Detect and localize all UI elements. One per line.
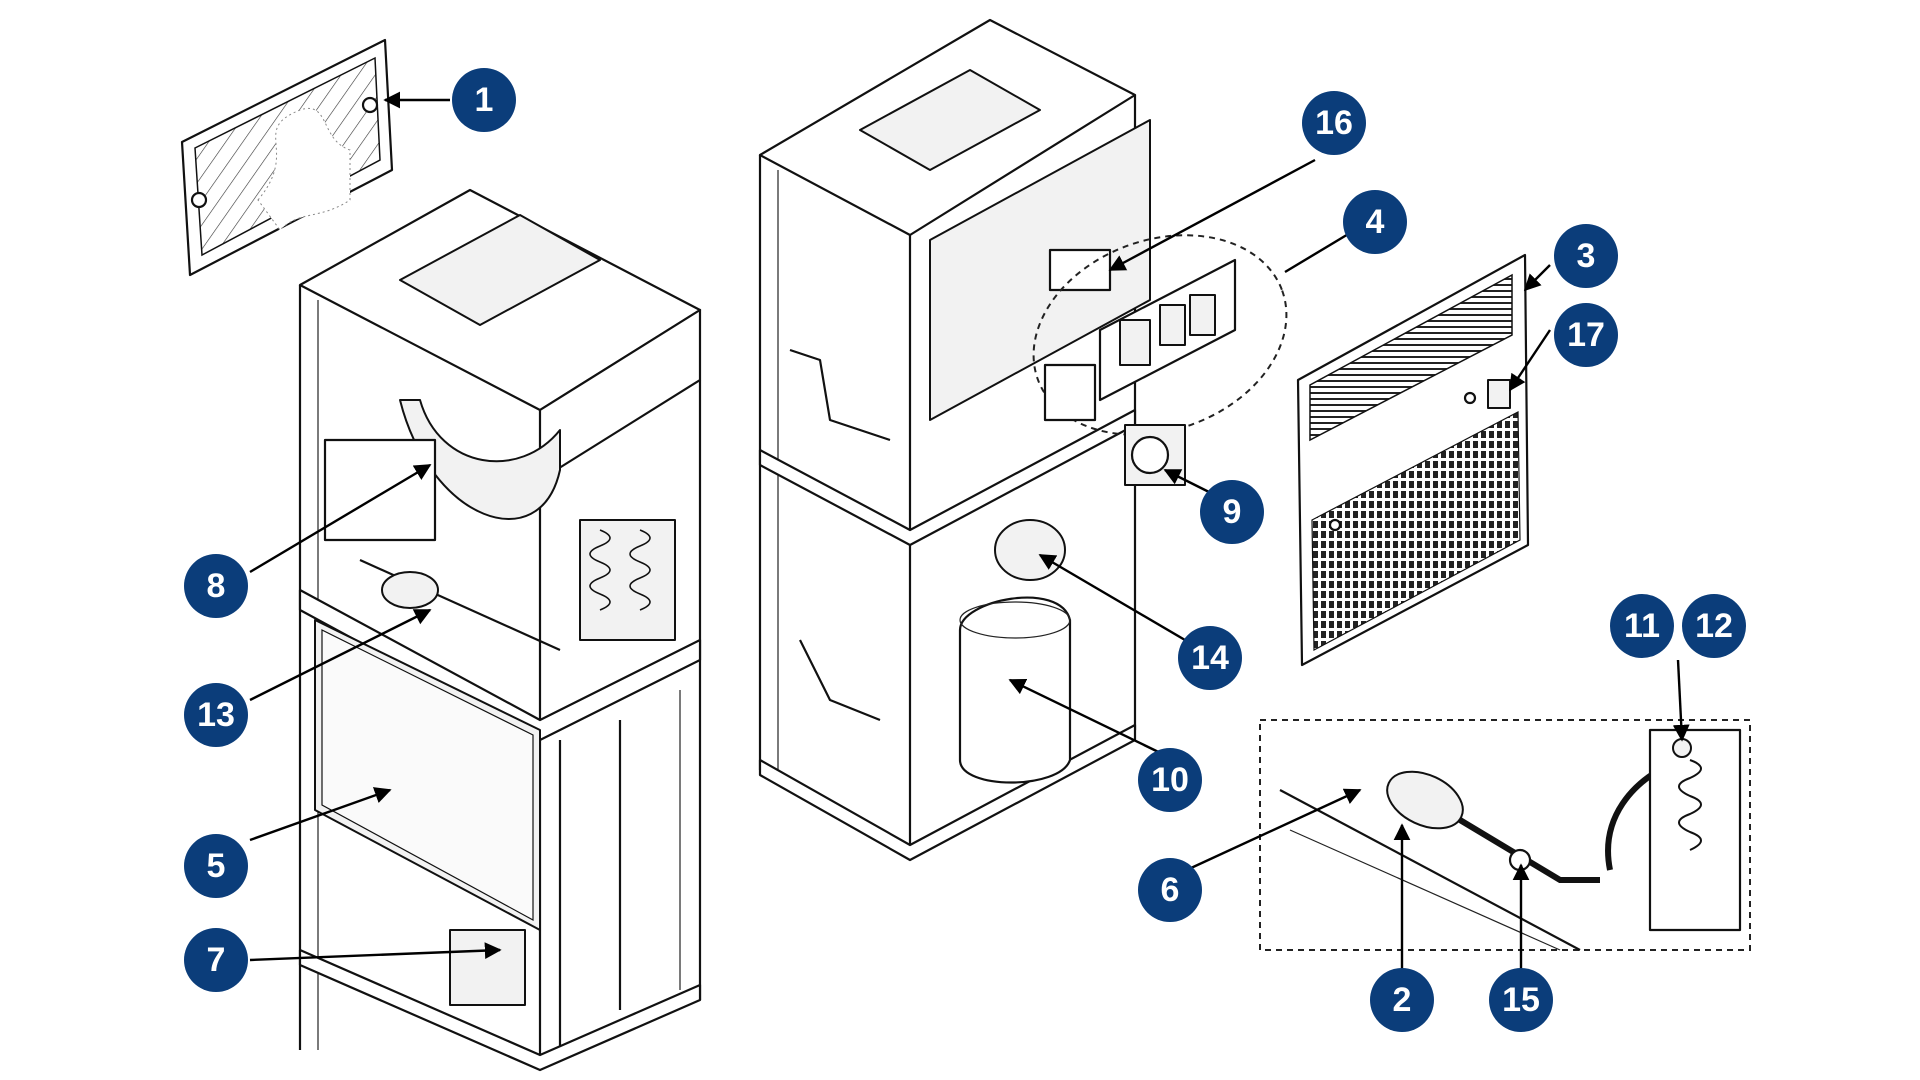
callout-17-label: 17 <box>1567 316 1605 354</box>
callout-3-label: 3 <box>1577 237 1596 275</box>
callout-15-label: 15 <box>1502 981 1540 1019</box>
callout-6-label: 6 <box>1161 871 1180 909</box>
callout-6: 6 <box>1138 858 1202 922</box>
callout-9-label: 9 <box>1223 493 1242 531</box>
callout-12: 12 <box>1682 594 1746 658</box>
callout-5: 5 <box>184 834 248 898</box>
callout-11-label: 11 <box>1624 607 1660 645</box>
left-unit-open-view <box>298 188 702 1072</box>
callout-15: 15 <box>1489 968 1553 1032</box>
callout-8: 8 <box>184 554 248 618</box>
callout-1: 1 <box>452 68 516 132</box>
callout-7: 7 <box>184 928 248 992</box>
electrical-assembly <box>1032 234 1288 486</box>
callout-10-label: 10 <box>1151 761 1189 799</box>
callout-4: 4 <box>1343 190 1407 254</box>
center-unit-rear-view <box>758 18 1151 862</box>
callout-5-label: 5 <box>207 847 226 885</box>
callout-13: 13 <box>184 683 248 747</box>
callout-14: 14 <box>1178 626 1242 690</box>
callout-4-label: 4 <box>1366 203 1385 241</box>
callout-1-label: 1 <box>475 81 494 119</box>
callout-14-label: 14 <box>1191 639 1229 677</box>
leader-lines <box>249 91 1690 970</box>
filter-panel <box>180 38 394 277</box>
callout-10: 10 <box>1138 748 1202 812</box>
callout-16-label: 16 <box>1315 104 1353 142</box>
callout-16: 16 <box>1302 91 1366 155</box>
callout-9: 9 <box>1200 480 1264 544</box>
callout-2: 2 <box>1370 968 1434 1032</box>
callout-13-label: 13 <box>197 696 235 734</box>
callout-7-label: 7 <box>207 941 226 979</box>
callout-3: 3 <box>1554 224 1618 288</box>
callout-2-label: 2 <box>1393 981 1412 1019</box>
callout-17: 17 <box>1554 303 1618 367</box>
callout-11: 11 <box>1610 594 1674 658</box>
detail-inset <box>1259 719 1751 951</box>
callout-8-label: 8 <box>207 567 226 605</box>
callout-12-label: 12 <box>1695 607 1733 645</box>
front-grille-panel <box>1296 253 1530 667</box>
